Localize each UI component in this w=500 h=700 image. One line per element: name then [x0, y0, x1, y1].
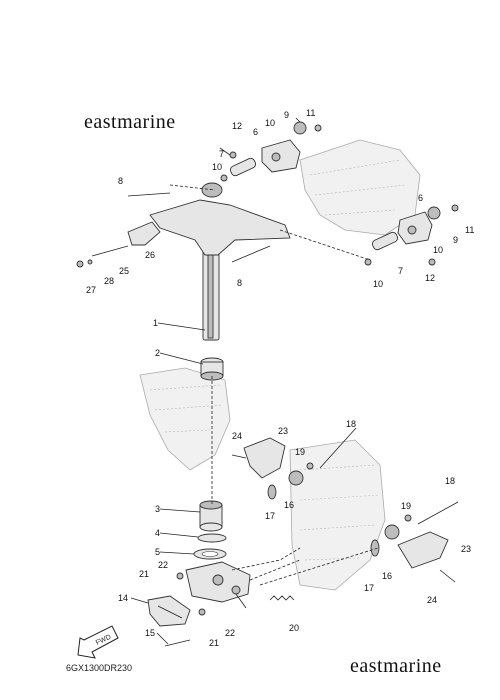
- callout-8a: 8: [118, 176, 123, 186]
- callout-17a: 17: [265, 511, 275, 521]
- alignment-lines: [169, 184, 379, 586]
- fwd-arrow: FWD: [77, 625, 119, 659]
- bracket-outline: [139, 367, 231, 471]
- fastener-10-upper: [220, 174, 228, 182]
- callout-15: 15: [145, 628, 155, 638]
- steering-arm-left: [231, 437, 304, 500]
- callout-1: 1: [153, 318, 158, 328]
- rubber-mount-upper: [229, 157, 257, 177]
- rod-18-left: [319, 427, 357, 469]
- callout-18a: 18: [346, 419, 356, 429]
- fastener-11-upper: [314, 124, 322, 132]
- fastener-12-upper: [229, 151, 237, 159]
- fastener-12-right: [428, 258, 436, 266]
- diagram-code: 6GX1300DR230: [66, 663, 133, 673]
- callout-7b: 7: [398, 266, 403, 276]
- pin-21-left: [176, 572, 184, 580]
- fastener-19-right: [404, 514, 412, 522]
- fastener-11-right: [451, 204, 459, 212]
- watermark-top: eastmarine: [84, 111, 176, 133]
- callout-27: 27: [86, 285, 96, 295]
- callout-6a: 6: [253, 127, 258, 137]
- callout-22a: 22: [158, 560, 168, 570]
- callout-21b: 21: [209, 638, 219, 648]
- steering-arm-right: [370, 524, 456, 583]
- callout-24a: 24: [232, 431, 242, 441]
- lower-bracket-outline: [289, 439, 386, 591]
- callout-10a: 10: [265, 118, 275, 128]
- callout-26: 26: [145, 250, 155, 260]
- rubber-mount-right: [371, 231, 399, 251]
- rod-18-right: [417, 501, 459, 525]
- fastener-10-right: [364, 258, 372, 266]
- callout-3: 3: [155, 504, 160, 514]
- callout-14: 14: [118, 593, 128, 603]
- cable-bracket-14: [147, 595, 191, 627]
- washer-ring: [193, 533, 227, 560]
- callout-24b: 24: [427, 595, 437, 605]
- callout-10d: 10: [373, 279, 383, 289]
- callout-9b: 9: [453, 235, 458, 245]
- bracket-26: [76, 221, 161, 268]
- steering-shaft: [149, 182, 291, 341]
- steering-yoke: [185, 561, 251, 603]
- bolt-15: [164, 639, 191, 647]
- callout-6b: 6: [418, 193, 423, 203]
- callout-11a: 11: [306, 108, 315, 118]
- callout-16a: 16: [284, 500, 294, 510]
- mount-bracket-upper: [261, 121, 307, 173]
- callout-17b: 17: [364, 583, 374, 593]
- spring-20: [269, 595, 295, 601]
- lower-bushing: [199, 500, 223, 532]
- callout-22b: 22: [225, 628, 235, 638]
- callout-19b: 19: [401, 501, 411, 511]
- callout-9a: 9: [284, 110, 289, 120]
- callout-5: 5: [155, 547, 160, 557]
- watermark-bottom: eastmarine: [350, 655, 442, 677]
- mount-bracket-right: [397, 206, 441, 245]
- callout-21a: 21: [139, 569, 149, 579]
- callout-11b: 11: [465, 225, 474, 235]
- callout-20: 20: [289, 623, 299, 633]
- callout-12b: 12: [425, 273, 435, 283]
- callout-labels: 1 2 3 4 5 6 6 7 7 8 8 9 9 10 10 10 10 11…: [86, 108, 474, 648]
- callout-25: 25: [119, 266, 129, 276]
- callout-23b: 23: [461, 544, 471, 554]
- pin-21-right: [198, 608, 206, 616]
- bolt-lower: [231, 245, 271, 263]
- callout-18b: 18: [445, 476, 455, 486]
- callout-16b: 16: [382, 571, 392, 581]
- callout-2: 2: [155, 348, 160, 358]
- callout-8b: 8: [237, 278, 242, 288]
- callout-23a: 23: [278, 426, 288, 436]
- callout-12a: 12: [232, 121, 242, 131]
- fastener-19-left: [306, 462, 314, 470]
- callout-4: 4: [155, 528, 160, 538]
- callout-19a: 19: [295, 447, 305, 457]
- leader-lines: [130, 117, 301, 645]
- callout-28: 28: [104, 276, 114, 286]
- callout-10c: 10: [433, 245, 443, 255]
- bolt-upper-left: [127, 192, 171, 197]
- callout-10b: 10: [212, 162, 222, 172]
- callout-7a: 7: [219, 149, 224, 159]
